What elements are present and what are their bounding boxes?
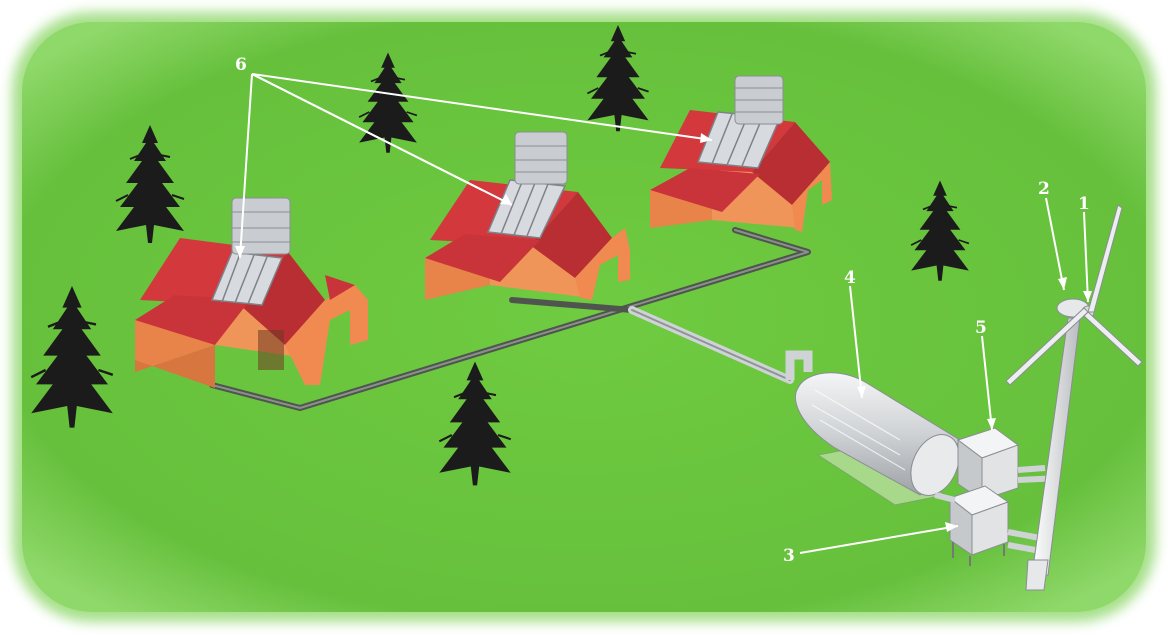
callout-arrowheads (235, 133, 1092, 532)
callout-lines (239, 73, 1089, 554)
unit-3 (934, 485, 1041, 566)
label-3: 3 (783, 546, 795, 566)
label-5: 5 (975, 318, 987, 338)
label-2: 2 (1038, 179, 1050, 199)
house-2 (425, 131, 630, 300)
house-1 (135, 197, 368, 388)
storage-tank (785, 350, 961, 506)
unit-5 (956, 427, 1061, 501)
label-4: 4 (844, 268, 856, 288)
wind-turbine (1005, 204, 1143, 591)
label-1: 1 (1078, 194, 1090, 214)
label-6: 6 (235, 55, 247, 75)
pipe-network (209, 227, 811, 411)
house-3 (650, 75, 832, 232)
